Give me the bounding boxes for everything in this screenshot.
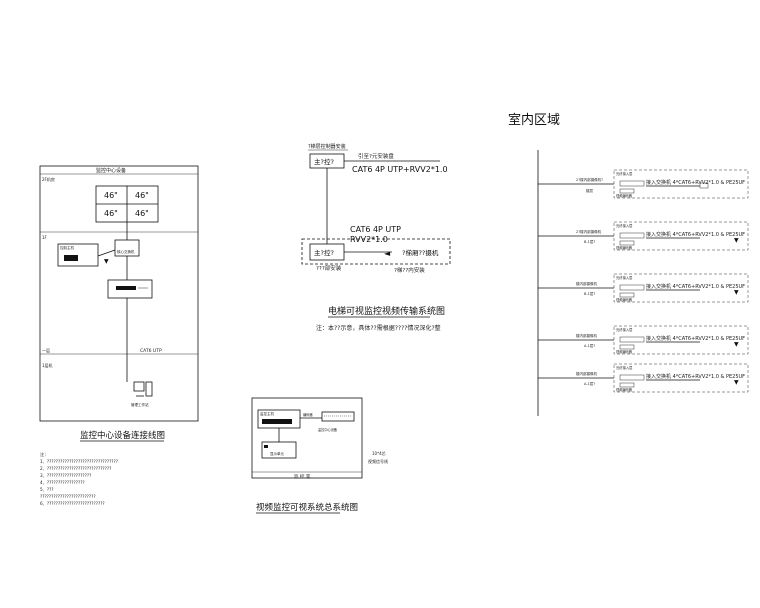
bottom-footer: 监 控 室 <box>294 473 311 480</box>
left-caption: 监控中心设备连接线图 <box>80 430 165 441</box>
svg-text:视频编码器: 视频编码器 <box>616 349 633 354</box>
svg-text:?????????????????????????: ????????????????????????? <box>40 494 96 499</box>
svg-text:接入交换机 4*CAT6+RVV2*1.0 & PE25UF: 接入交换机 4*CAT6+RVV2*1.0 & PE25UF <box>646 373 745 380</box>
center-device-label: 监控中心设备 <box>318 427 338 432</box>
bottom-side-note-1: 10*4芯 <box>372 450 386 456</box>
left-notes: 注： 1、???????????????????????????????? 2、… <box>40 451 118 506</box>
video-wall: 46" 46" 46" 46" <box>95 185 159 223</box>
monitor-4-label: 46" <box>135 209 149 218</box>
indoor-riser: 2?楼内部摄像机? 楼层 光纤接入层 接入交换机 4*CAT6+RVV2*1.0… <box>537 150 749 416</box>
svg-text:视频编码器: 视频编码器 <box>616 297 633 302</box>
bottom-system: 监 控 室 监控主机 编码器 监控中心设备 显示单元 10*4芯 视频信号线 <box>251 397 388 480</box>
monitor-3-label: 46" <box>104 209 118 218</box>
cable-spec-label: CAT6 UTP <box>140 348 162 354</box>
connection-arrow-icon: ▼ <box>104 258 109 265</box>
control-host-box <box>57 243 99 267</box>
svg-text:接入交换机 4*CAT6+RVV2*1.0 & PE25UF: 接入交换机 4*CAT6+RVV2*1.0 & PE25UF <box>646 283 745 290</box>
svg-text:2、????????????????????????????: 2、????????????????????????????? <box>40 466 111 471</box>
nvr-device <box>107 279 153 299</box>
svg-text:视频编码器: 视频编码器 <box>616 193 633 198</box>
encoder-label: 编码器 <box>303 412 313 417</box>
indoor-area-title: 室内区域 <box>508 112 560 128</box>
svg-text:光纤接入层: 光纤接入层 <box>616 365 633 370</box>
elevator-sub-right: ?梯??内安装 <box>394 266 425 274</box>
elevator-cable-top: CAT6 4P UTP+RVV2*1.0 <box>352 165 448 174</box>
camera-icon: ▼ <box>734 341 739 348</box>
monitor-1-label: 46" <box>104 191 118 200</box>
elevator-box-bottom-label: 主?控? <box>314 248 334 257</box>
svg-text:光纤接入层: 光纤接入层 <box>616 223 633 228</box>
display-unit-label: 显示单元 <box>270 451 284 456</box>
bottom-side-note-2: 视频信号线 <box>368 458 388 464</box>
svg-text:A-1层?: A-1层? <box>584 381 595 386</box>
svg-text:楼内部摄像机: 楼内部摄像机 <box>576 333 597 338</box>
elevator-cable-mid1: CAT6 4P UTP <box>350 225 401 234</box>
svg-text:2?楼内部摄像机: 2?楼内部摄像机 <box>576 229 602 234</box>
workstation-monitor <box>133 381 145 392</box>
bottom-host-label: 监控主机 <box>260 411 274 416</box>
elevator-diagram: ?梯层控制器安装 主?控? 引至?元安装盘 CAT6 4P UTP+RVV2*1… <box>301 143 451 332</box>
display-unit-box <box>261 441 297 459</box>
svg-text:接入交换机 4*CAT6+RVV2*1.0 & PE25UF: 接入交换机 4*CAT6+RVV2*1.0 & PE25UF <box>646 335 745 342</box>
svg-text:3、????????????????????: 3、???????????????????? <box>40 473 91 478</box>
floor-branch-5: 楼内部摄像机 A-1层? 光纤接入层 接入交换机 4*CAT6+RVV2*1.0… <box>538 363 749 393</box>
elevator-note: 注：本??示意，具体??需根据????情况深化?整 <box>316 324 441 332</box>
svg-text:接入交换机 4*CAT6+RVV2*1.0 & PE25UF: 接入交换机 4*CAT6+RVV2*1.0 & PE25UF <box>646 231 745 238</box>
svg-text:视频编码器: 视频编码器 <box>616 245 633 250</box>
elevator-car-frame <box>301 238 451 265</box>
svg-text:5、???: 5、??? <box>40 487 54 492</box>
elevator-caption: 电梯可视监控视频传输系统图 <box>328 305 445 317</box>
elevator-cable-mid2: RVV2*1.0 <box>350 235 388 244</box>
svg-text:1、????????????????????????????: 1、???????????????????????????????? <box>40 459 118 464</box>
workstation-tower <box>145 381 153 397</box>
section-top-label: 2F机房 <box>42 176 55 182</box>
core-switch-label: 核心交换机 <box>117 249 135 254</box>
floor-branch-2: 2?楼内部摄像机 B-1层? 光纤接入层 接入交换机 4*CAT6+RVV2*1… <box>538 221 749 251</box>
svg-text:A-1层?: A-1层? <box>584 343 595 348</box>
monitor-2-label: 46" <box>135 191 149 200</box>
section-low-label: 一层 <box>42 347 50 353</box>
svg-text:注：: 注： <box>40 451 48 458</box>
control-host-label: 控制主机 <box>60 245 74 250</box>
svg-text:B-1层?: B-1层? <box>584 291 595 296</box>
floor-branch-3: 楼内部摄像机 B-1层? 光纤接入层 接入交换机 4*CAT6+RVV2*1.0… <box>538 273 749 303</box>
control-host-unit <box>64 255 78 261</box>
svg-text:接入交换机 4*CAT6+RVV2*1.0 & PE25UF: 接入交换机 4*CAT6+RVV2*1.0 & PE25UF <box>646 179 745 186</box>
elevator-top-tag: ?梯层控制器安装 <box>308 143 346 150</box>
svg-text:4、?????????????????: 4、????????????????? <box>40 480 85 485</box>
workstation-label: 管理工作站 <box>131 402 149 407</box>
camera-arrow-icon: ◄ <box>384 249 391 258</box>
panel-header: 监控中心设备 <box>96 167 126 174</box>
section-bottom-label: 1层机 <box>42 362 53 368</box>
svg-text:B-1层?: B-1层? <box>584 239 595 244</box>
camera-icon: ▼ <box>734 379 739 386</box>
svg-text:视频编码器: 视频编码器 <box>616 387 633 392</box>
svg-text:楼内部摄像机: 楼内部摄像机 <box>576 281 597 286</box>
svg-text:6、??????????????????????????: 6、?????????????????????????? <box>40 501 105 506</box>
elevator-car-camera: ?梯厢??摄机 <box>402 248 439 257</box>
bottom-frame <box>251 397 363 479</box>
bottom-caption: 视频监控可视系统总系统图 <box>256 502 358 513</box>
elevator-box-top-label: 主?控? <box>314 157 334 166</box>
encoder-box <box>321 411 355 422</box>
svg-text:楼层: 楼层 <box>586 188 594 193</box>
floor-branch-4: 楼内部摄像机 A-1层? 光纤接入层 接入交换机 4*CAT6+RVV2*1.0… <box>538 325 749 355</box>
elevator-sub-left: ???部安装 <box>316 264 342 272</box>
camera-icon: ▼ <box>734 289 739 296</box>
svg-text:2?楼内部摄像机?: 2?楼内部摄像机? <box>576 177 603 182</box>
elevator-note-top: 引至?元安装盘 <box>358 152 394 160</box>
svg-text:光纤接入层: 光纤接入层 <box>616 327 633 332</box>
monitoring-center-panel: 监控中心设备 2F机房 1F 一层 1层机 46" 46" 46" 46" 核心… <box>39 165 199 422</box>
svg-text:光纤接入层: 光纤接入层 <box>616 171 633 176</box>
camera-icon: ▼ <box>734 237 739 244</box>
section-mid-label: 1F <box>42 235 48 240</box>
floor-branch-1: 2?楼内部摄像机? 楼层 光纤接入层 接入交换机 4*CAT6+RVV2*1.0… <box>538 169 749 199</box>
svg-text:楼内部摄像机: 楼内部摄像机 <box>576 371 597 376</box>
svg-text:光纤接入层: 光纤接入层 <box>616 275 633 280</box>
